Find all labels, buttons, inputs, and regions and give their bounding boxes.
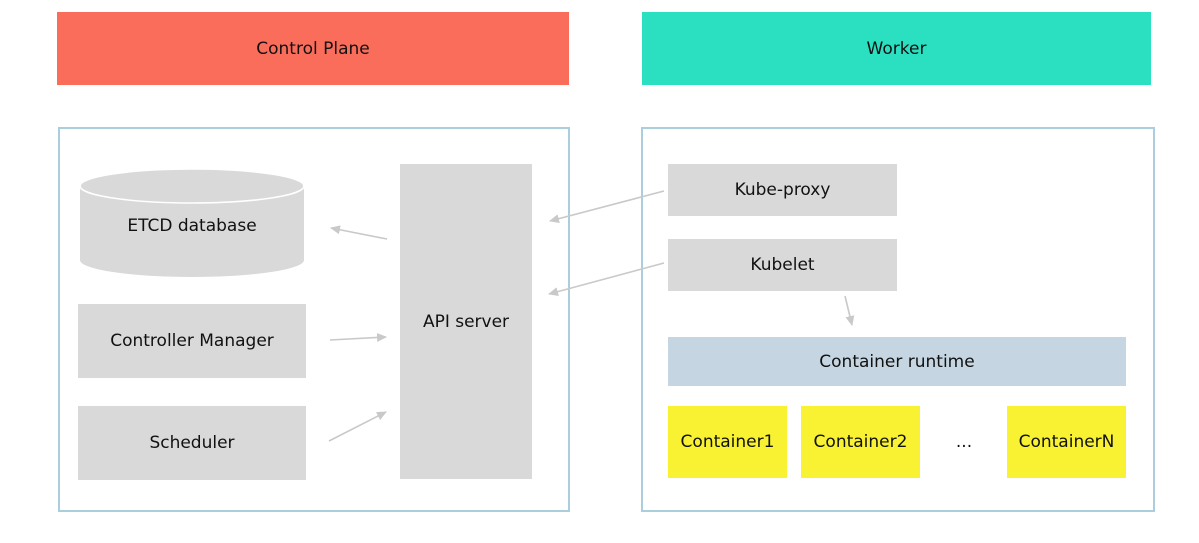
container-1-label: Container1: [680, 432, 775, 452]
container-n-node: ContainerN: [1007, 406, 1126, 478]
control-plane-banner-label: Control Plane: [256, 38, 370, 59]
kube-proxy-label: Kube-proxy: [734, 180, 831, 200]
controller-manager-label: Controller Manager: [110, 331, 274, 351]
scheduler-label: Scheduler: [149, 433, 235, 453]
api-server-label: API server: [422, 311, 510, 332]
database-cylinder-icon: [79, 168, 305, 277]
container-1-node: Container1: [668, 406, 787, 478]
container-2-label: Container2: [813, 432, 908, 452]
control-plane-banner: Control Plane: [57, 12, 569, 85]
scheduler-node: Scheduler: [78, 406, 306, 480]
containers-ellipsis: ...: [925, 406, 1003, 478]
container-2-node: Container2: [801, 406, 920, 478]
containers-ellipsis-label: ...: [955, 432, 973, 452]
kubelet-label: Kubelet: [750, 255, 815, 275]
container-runtime-label: Container runtime: [819, 351, 975, 372]
etcd-database-node: ETCD database: [78, 168, 306, 280]
kube-proxy-node: Kube-proxy: [668, 164, 897, 216]
kubelet-node: Kubelet: [668, 239, 897, 291]
worker-banner-label: Worker: [866, 38, 927, 59]
etcd-database-label: ETCD database: [127, 216, 257, 236]
controller-manager-node: Controller Manager: [78, 304, 306, 378]
api-server-node: API server: [400, 164, 532, 479]
container-runtime-node: Container runtime: [668, 337, 1126, 386]
worker-banner: Worker: [642, 12, 1151, 85]
container-n-label: ContainerN: [1018, 432, 1115, 452]
